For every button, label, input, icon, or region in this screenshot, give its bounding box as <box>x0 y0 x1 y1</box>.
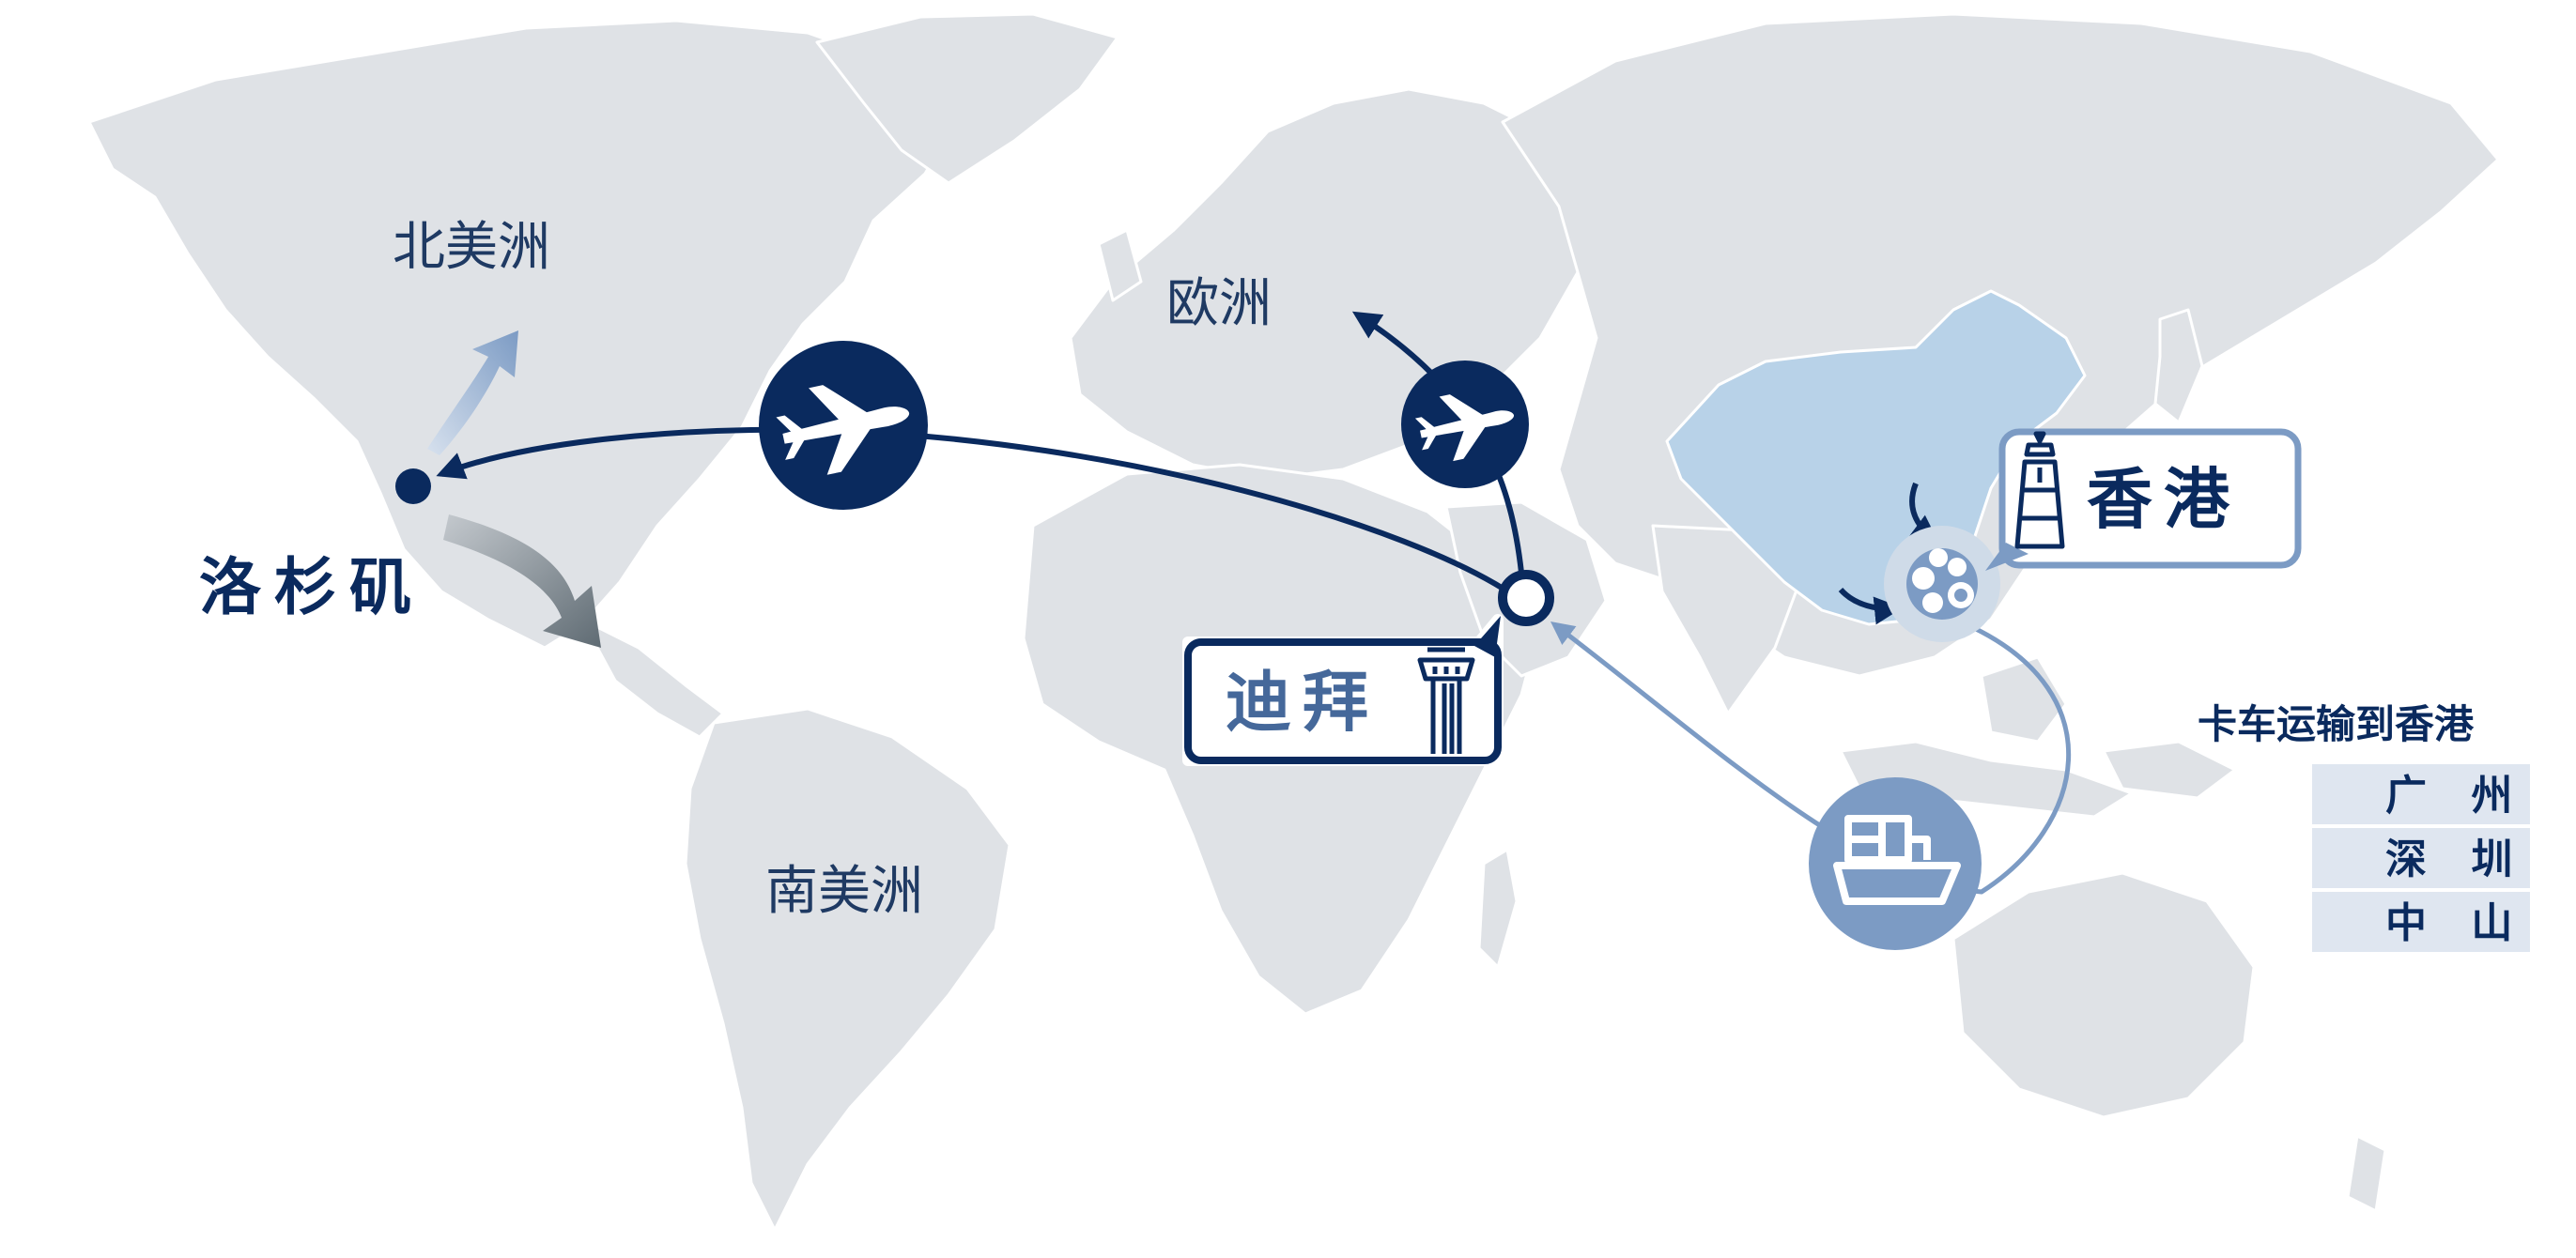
city-label-hong-kong: 香港 <box>2087 461 2241 538</box>
arrow-to-mexico <box>443 514 601 648</box>
truck-destination-label: 中 山 <box>2385 899 2527 947</box>
truck-panel: 卡车运输到香港 广 州 深 圳 中 山 <box>2198 701 2530 952</box>
hong-kong-hub[interactable] <box>1884 526 2000 642</box>
truck-panel-title: 卡车运输到香港 <box>2198 701 2475 747</box>
dubai-label-box[interactable]: 迪拜 <box>1182 614 1504 766</box>
los-angeles-marker[interactable] <box>395 468 431 504</box>
region-label-north-america: 北美洲 <box>393 217 550 278</box>
land-new-zealand <box>2346 1134 2387 1213</box>
land-greenland <box>815 12 1119 185</box>
airplane-icon[interactable] <box>1401 361 1529 488</box>
land-south-america <box>684 707 1011 1232</box>
truck-destination-list: 广 州 深 圳 中 山 <box>2312 764 2530 952</box>
land-borneo <box>1980 655 2068 744</box>
truck-destination-row <box>2312 764 2530 824</box>
truck-destination-label: 广 州 <box>2385 772 2527 820</box>
city-label-los-angeles: 洛杉矶 <box>199 551 424 623</box>
land-north-america <box>87 19 960 650</box>
land-central-america <box>580 618 725 739</box>
truck-destination-row <box>2312 892 2530 952</box>
control-tower-icon <box>1417 647 1475 754</box>
arrow-to-north-america <box>427 330 518 455</box>
city-label-dubai: 迪拜 <box>1226 664 1380 741</box>
airplane-icon[interactable] <box>759 341 928 510</box>
land-uk <box>1097 228 1143 302</box>
dubai-hub-marker[interactable] <box>1498 570 1554 626</box>
truck-destination-label: 深 圳 <box>2385 836 2527 883</box>
world-land-layer <box>87 12 2500 1232</box>
land-australia <box>1951 871 2256 1119</box>
land-new-guinea <box>2102 740 2237 800</box>
land-japan <box>2153 308 2204 424</box>
region-label-south-america: 南美洲 <box>765 861 923 922</box>
lighthouse-icon <box>2014 431 2065 549</box>
region-label-europe: 欧洲 <box>1166 273 1272 334</box>
hong-kong-label-box[interactable]: 香港 <box>1985 428 2302 571</box>
cargo-ship-icon[interactable] <box>1809 777 1982 950</box>
truck-destination-row <box>2312 828 2530 888</box>
land-madagascar <box>1477 848 1519 969</box>
